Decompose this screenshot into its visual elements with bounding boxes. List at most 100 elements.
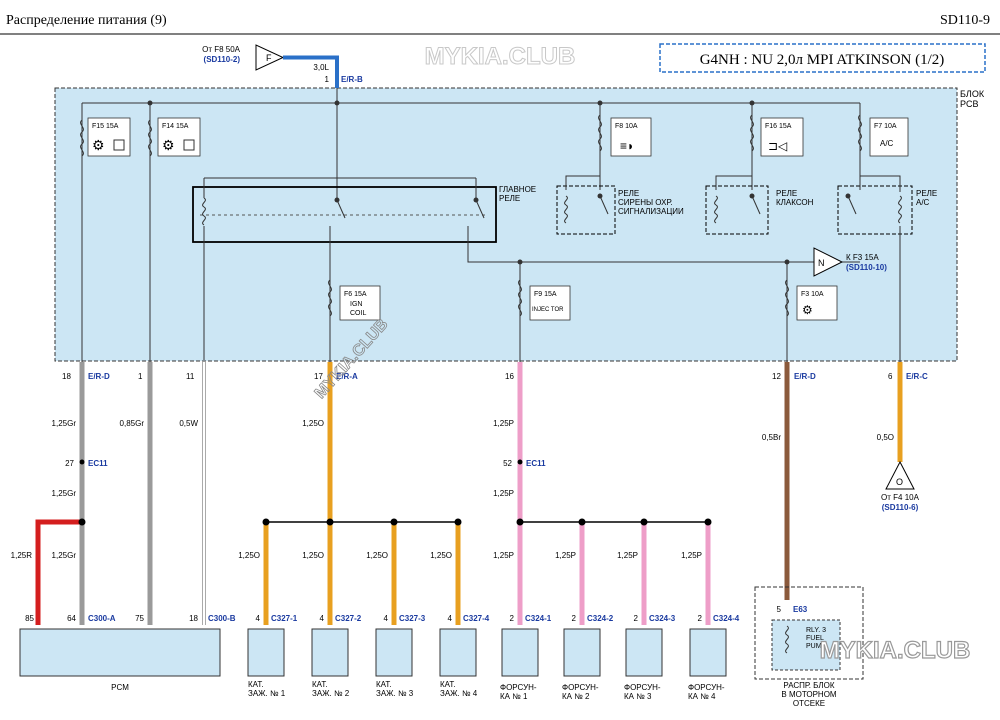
pcm-box [19,628,221,677]
pin-c327-1: 4 [256,614,261,623]
wire-label: 1,25Gr [52,551,77,560]
output-n-letter: N [818,258,825,268]
injector-4-label: ФОРСУН-КА № 4 [688,683,725,701]
coil-2-label: КАТ.ЗАЖ. № 2 [312,680,350,698]
wire-label: 1,25P [493,551,514,560]
pin-pcm-85: 85 [25,614,34,623]
conn-c324-4: C324-4 [713,614,740,623]
ec11-pin-a: 27 [65,459,74,468]
pin-conn-18: E/R-D [88,372,110,381]
pin-num-11: 11 [186,372,195,381]
conn-c324-2: C324-2 [587,614,614,623]
wire-label: 1,25O [430,551,452,560]
coil-3-label: КАТ.ЗАЖ. № 3 [376,680,414,698]
fuse-f3: F3 10A ⚙ [784,259,838,362]
pin-num-17: 17 [314,372,323,381]
fuse-f9-label: F9 15A [534,291,557,298]
conn-c300b: C300-B [208,614,236,623]
conn-c327-2: C327-2 [335,614,362,623]
pin-num-18: 18 [62,372,71,381]
watermark-top: MYKIA.CLUB [425,43,576,70]
conn-c300a: C300-A [88,614,116,623]
source-top-letter: F [266,53,272,63]
engine-icon: ⚙ [92,137,105,153]
wire-label: 1,25P [681,551,702,560]
fuse-f7-sub: A/C [880,139,894,148]
pin-num-16: 16 [505,372,514,381]
wire-red [35,519,82,625]
source-top-arrow [255,44,285,71]
injector-3-box [625,628,663,677]
pcb-pins: 18 E/R-D 1 11 17 E/R-A 16 12 E/R-D 6 E/R… [62,372,928,381]
pin-c327-4: 4 [448,614,453,623]
output-o-ref: (SD110-6) [882,503,919,512]
conn-c327-3: C327-3 [399,614,426,623]
source-top-from: От F8 50A [202,45,241,54]
conn-c327-1: C327-1 [271,614,298,623]
output-n-text: К F3 15A [846,253,879,262]
pin-c324-1: 2 [510,614,515,623]
header-code: SD110-9 [940,13,990,28]
main-relay-box [192,186,497,243]
pin-conn-17: E/R-A [336,372,358,381]
fuel-pump-relay [771,619,841,671]
pin-c324-2: 2 [572,614,577,623]
output-n-ref: (SD110-10) [846,263,887,272]
wire-label: 1,25P [617,551,638,560]
pin-c324-3: 2 [634,614,639,623]
book-icon [113,139,125,151]
ec11-pin-b: 52 [503,459,512,468]
wire-label: 1,25Gr [52,489,77,498]
source-top-conn: E/R-B [341,75,363,84]
pin-e63: 5 [777,605,782,614]
conn-c324-1: C324-1 [525,614,552,623]
wire-label: 0,5Br [762,433,781,442]
wire-label: 1,25Gr [52,419,77,428]
engine-block-box [754,586,864,680]
engine-icon: ⚙ [162,137,175,153]
coil-4-box [439,628,477,677]
watermark-bottom: MYKIA.CLUB [820,637,971,664]
coil-3-box [375,628,413,677]
fuse-f9-sub: INJEC TOR [532,307,564,313]
fuse-f14-label: F14 15A [162,123,189,130]
coil-1-label: КАТ.ЗАЖ. № 1 [248,680,286,698]
pin-pcm-75: 75 [135,614,144,623]
engine-box [659,43,986,73]
coil-2-box [311,628,349,677]
wire-label: 1,25P [555,551,576,560]
fuse-f6-label: F6 15A [344,291,367,298]
injector-3-label: ФОРСУН-КА № 3 [624,683,661,701]
pin-num-1: 1 [138,372,143,381]
horn-icon: ⊐◁ [768,139,788,153]
pin-num-12: 12 [772,372,781,381]
fuse-f14: F14 15A ⚙ [148,103,201,362]
output-o-letter: O [896,477,903,487]
pin-c324-4: 2 [698,614,703,623]
pin-num-6: 6 [888,372,893,381]
fuse-f7-label: F7 10A [874,123,897,130]
engine-icon: ⚙ [802,303,813,317]
headlamp-icon: ≡◗ [620,139,634,153]
wire-label: 1,25O [302,551,324,560]
injector-1-label: ФОРСУН-КА № 1 [500,683,537,701]
injector-2-box [563,628,601,677]
conn-e63: E63 [793,605,808,614]
ec11-label-a: EC11 [88,459,108,468]
source-top-wire: 3,0L [313,63,329,72]
pin-conn-6: E/R-C [906,372,928,381]
injector-1-box [501,628,539,677]
output-o-text: От F4 10A [881,493,920,502]
output-o: O От F4 10A (SD110-6) [881,460,920,512]
fuse-f16-label: F16 15A [765,123,792,130]
fuse-f3-label: F3 10A [801,291,824,298]
